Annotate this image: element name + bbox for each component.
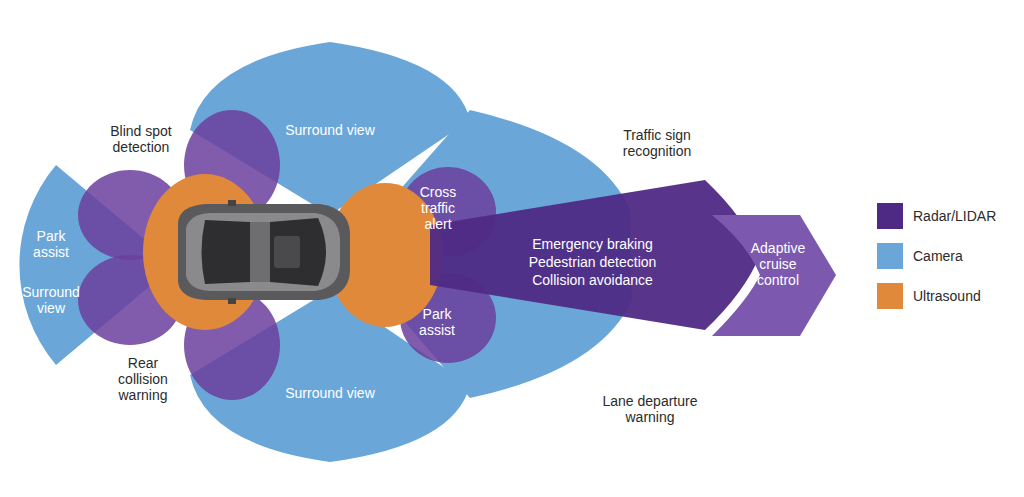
zone-label: Surround view xyxy=(21,284,81,316)
legend-swatch xyxy=(877,283,903,309)
legend-item: Ultrasound xyxy=(877,283,981,309)
legend-swatch xyxy=(877,243,903,269)
zone-label: Collision avoidance xyxy=(532,272,653,288)
sensor-zone: Surround view xyxy=(255,115,405,145)
zone-label: Park assist xyxy=(21,228,81,260)
zone-label: Surround view xyxy=(285,122,375,138)
car-illustration xyxy=(178,200,350,304)
zone-label: Park assist xyxy=(412,306,462,338)
sensor-zone: Park assist xyxy=(405,302,469,342)
feature-label: Traffic sign recognition xyxy=(592,127,722,159)
zone-label: Pedestrian detection xyxy=(529,254,657,270)
feature-label: Blind spot detection xyxy=(101,123,181,155)
feature-label: Lane departure warning xyxy=(585,393,715,425)
legend-text: Ultrasound xyxy=(913,288,981,304)
sensor-zone: Cross traffic alert xyxy=(402,180,474,236)
cruise-zone xyxy=(712,215,836,336)
zone-label: Emergency braking xyxy=(532,236,653,252)
radar-cone xyxy=(430,180,760,330)
zone-label: Cross traffic alert xyxy=(408,184,468,232)
feature-label: Rear collision warning xyxy=(103,355,183,403)
legend-item: Camera xyxy=(877,243,963,269)
sensor-zone: Park assistSurround view xyxy=(8,222,94,322)
legend-text: Camera xyxy=(913,248,963,264)
zone-label: Adaptive cruise control xyxy=(743,240,813,288)
legend-text: Radar/LIDAR xyxy=(913,208,996,224)
zone-label: Surround view xyxy=(285,385,375,401)
sensor-zone: Adaptive cruise control xyxy=(738,236,818,292)
rear-ultrasound xyxy=(143,174,267,330)
sensor-zone: Emergency brakingPedestrian detectionCol… xyxy=(505,232,680,292)
legend-item: Radar/LIDAR xyxy=(877,203,996,229)
legend-swatch xyxy=(877,203,903,229)
sensor-zone: Surround view xyxy=(255,378,405,408)
